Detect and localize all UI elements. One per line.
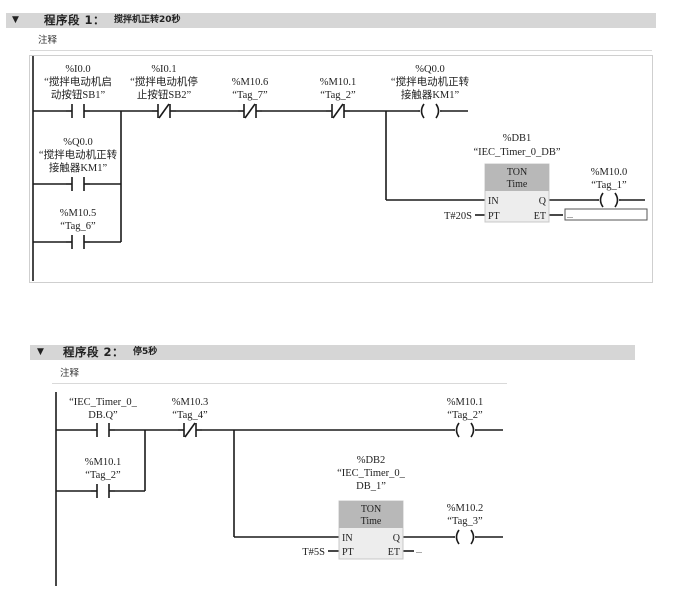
network-2-subtitle: 停5秒 xyxy=(133,347,158,357)
coil-m101-address: %M10.1 xyxy=(447,397,483,408)
timer-1-pin-et: ET xyxy=(534,211,546,222)
timer-1-et-value: ... xyxy=(567,211,573,220)
network-2-header[interactable]: ▼ 程序段 2： 停5秒 xyxy=(30,345,635,360)
timer-2-db-address: %DB2 xyxy=(357,455,386,466)
contact-i01-name: 止按钮SB2” xyxy=(137,88,192,101)
timer-1-instance-name: “IEC_Timer_0_DB” xyxy=(473,147,560,158)
timer-1-pin-pt: PT xyxy=(488,211,500,222)
contact-m106-address: %M10.6 xyxy=(232,77,268,88)
timer-2-time-type: Time xyxy=(361,516,382,527)
contact-timer-q-name: “IEC_Timer_0_ xyxy=(69,397,138,408)
network-1-comment[interactable]: 注释 xyxy=(38,35,58,46)
network-2-title: 程序段 2： xyxy=(63,345,125,359)
timer-2-instance-name: “IEC_Timer_0_ xyxy=(337,468,406,479)
coil-m102-address: %M10.2 xyxy=(447,503,483,514)
timer-block-1[interactable] xyxy=(484,163,550,223)
network-2-comment-divider xyxy=(52,383,507,384)
timer-1-pin-q: Q xyxy=(539,196,547,207)
contact-q00-address: %Q0.0 xyxy=(63,137,92,148)
contact-i01-name: “搅拌电动机停 xyxy=(130,75,198,88)
coil-q00-address: %Q0.0 xyxy=(415,64,444,75)
network-2-comment[interactable]: 注释 xyxy=(60,368,80,379)
contact-i00-name: “搅拌电动机启 xyxy=(44,75,112,88)
coil-q00-name: “搅拌电动机正转 xyxy=(391,75,470,88)
contact-i00-address: %I0.0 xyxy=(65,64,90,75)
contact-i01-address: %I0.1 xyxy=(151,64,176,75)
contact-m106-name: “Tag_7” xyxy=(232,90,268,101)
network-1-header[interactable]: ▼ 程序段 1： 搅拌机正转20秒 xyxy=(6,13,656,28)
network-1-comment-divider xyxy=(30,50,652,51)
timer-2-pin-pt: PT xyxy=(342,547,354,558)
contact-i00-name: 动按钮SB1” xyxy=(51,88,106,101)
timer-2-pt-value[interactable]: T#5S xyxy=(302,547,325,558)
contact-m105-address: %M10.5 xyxy=(60,208,96,219)
timer-1-db-address: %DB1 xyxy=(503,133,532,144)
et-output-box[interactable] xyxy=(564,208,648,221)
contact-q00-name: “搅拌电动机正转 xyxy=(39,148,118,161)
collapse-triangle-icon[interactable]: ▼ xyxy=(37,347,44,357)
contact-m103-address: %M10.3 xyxy=(172,397,208,408)
timer-2-et-value: ... xyxy=(416,546,422,555)
timer-1-pt-value[interactable]: T#20S xyxy=(444,211,472,222)
network-1-subtitle: 搅拌机正转20秒 xyxy=(114,15,181,25)
contact-m103-name: “Tag_4” xyxy=(172,410,208,421)
collapse-triangle-icon[interactable]: ▼ xyxy=(12,15,19,25)
timer-2-pin-in: IN xyxy=(342,533,353,544)
coil-m102-name: “Tag_3” xyxy=(447,516,483,527)
timer-1-pin-in: IN xyxy=(488,196,499,207)
contact-m101-name: “Tag_2” xyxy=(320,90,356,101)
coil-q00-name: 接触器KM1” xyxy=(401,88,460,101)
contact-timer-q-name: DB.Q” xyxy=(88,410,118,421)
contact-q00-name: 接触器KM1” xyxy=(49,161,108,174)
timer-2-pin-q: Q xyxy=(393,533,401,544)
network-1-ladder-panel xyxy=(29,55,653,283)
contact-m101-name: “Tag_2” xyxy=(85,470,121,481)
network-1-title: 程序段 1： xyxy=(44,13,106,27)
contact-m101-address: %M10.1 xyxy=(85,457,121,468)
timer-2-pin-et: ET xyxy=(388,547,400,558)
timer-block-2[interactable] xyxy=(338,500,404,560)
contact-m101-address: %M10.1 xyxy=(320,77,356,88)
timer-2-type: TON xyxy=(361,504,381,515)
contact-m105-name: “Tag_6” xyxy=(60,221,96,232)
coil-m100-name: “Tag_1” xyxy=(591,180,627,191)
coil-m100-address: %M10.0 xyxy=(591,167,627,178)
coil-m101-name: “Tag_2” xyxy=(447,410,483,421)
timer-1-type: TON xyxy=(507,167,527,178)
timer-2-instance-name: DB_1” xyxy=(356,481,386,492)
timer-1-time-type: Time xyxy=(507,179,528,190)
